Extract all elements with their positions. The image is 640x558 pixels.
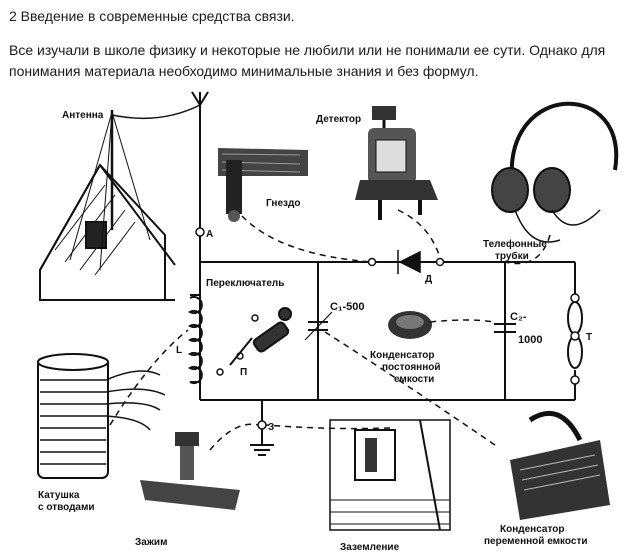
diode-symbol bbox=[397, 250, 421, 274]
socket-illustration bbox=[218, 148, 308, 222]
switch-illustration bbox=[229, 307, 292, 366]
radio-receiver-diagram: Антенна Гнездо Детектор Телефонные трубк… bbox=[37, 91, 619, 553]
headphones-illustration bbox=[491, 101, 619, 243]
label-clamp: Зажим bbox=[135, 537, 167, 548]
label-point-t: Т bbox=[586, 332, 592, 343]
label-point-z: З bbox=[268, 422, 274, 433]
label-c1: C₁-500 bbox=[330, 301, 365, 313]
label-coil-1: Катушка bbox=[38, 490, 80, 501]
label-antenna: Антенна bbox=[62, 110, 104, 121]
label-switch: Переключатель bbox=[206, 278, 284, 289]
intro-paragraph: Все изучали в школе физику и некоторые н… bbox=[9, 42, 606, 79]
label-fixed-cap-2: постоянной bbox=[382, 362, 441, 373]
label-phones-1: Телефонные bbox=[483, 238, 547, 250]
label-c2-value: 1000 bbox=[518, 334, 542, 346]
label-point-l: L bbox=[176, 345, 182, 356]
c1-capacitor-symbol bbox=[304, 311, 333, 341]
label-point-d: Д bbox=[425, 274, 432, 285]
coil-symbol bbox=[187, 294, 203, 384]
label-fixed-cap-1: Конденсатор bbox=[370, 350, 434, 361]
ground-illustration bbox=[329, 419, 451, 531]
label-point-p: П bbox=[240, 367, 247, 378]
antenna-wire bbox=[111, 104, 201, 120]
section-heading: 2 Введение в современные средства связи. bbox=[9, 8, 295, 24]
label-point-a: А bbox=[206, 229, 213, 240]
variable-capacitor-illustration bbox=[510, 410, 610, 520]
clamp-illustration bbox=[140, 432, 240, 510]
label-phones-2: трубки bbox=[495, 250, 529, 262]
house-illustration bbox=[39, 110, 176, 301]
label-ground: Заземление bbox=[340, 542, 400, 553]
label-coil-2: с отводами bbox=[38, 502, 95, 513]
fixed-capacitor-illustration bbox=[388, 311, 432, 339]
c2-capacitor-symbol bbox=[494, 323, 516, 333]
label-detector: Детектор bbox=[316, 114, 361, 125]
label-socket: Гнездо bbox=[266, 198, 300, 209]
detector-illustration bbox=[355, 106, 438, 220]
coil-illustration bbox=[37, 353, 166, 479]
label-c2: C₂- bbox=[510, 311, 527, 323]
label-fixed-cap-3: емкости bbox=[394, 374, 434, 385]
label-var-cap-1: Конденсатор bbox=[500, 524, 564, 535]
label-var-cap-2: переменной емкости bbox=[484, 536, 588, 547]
